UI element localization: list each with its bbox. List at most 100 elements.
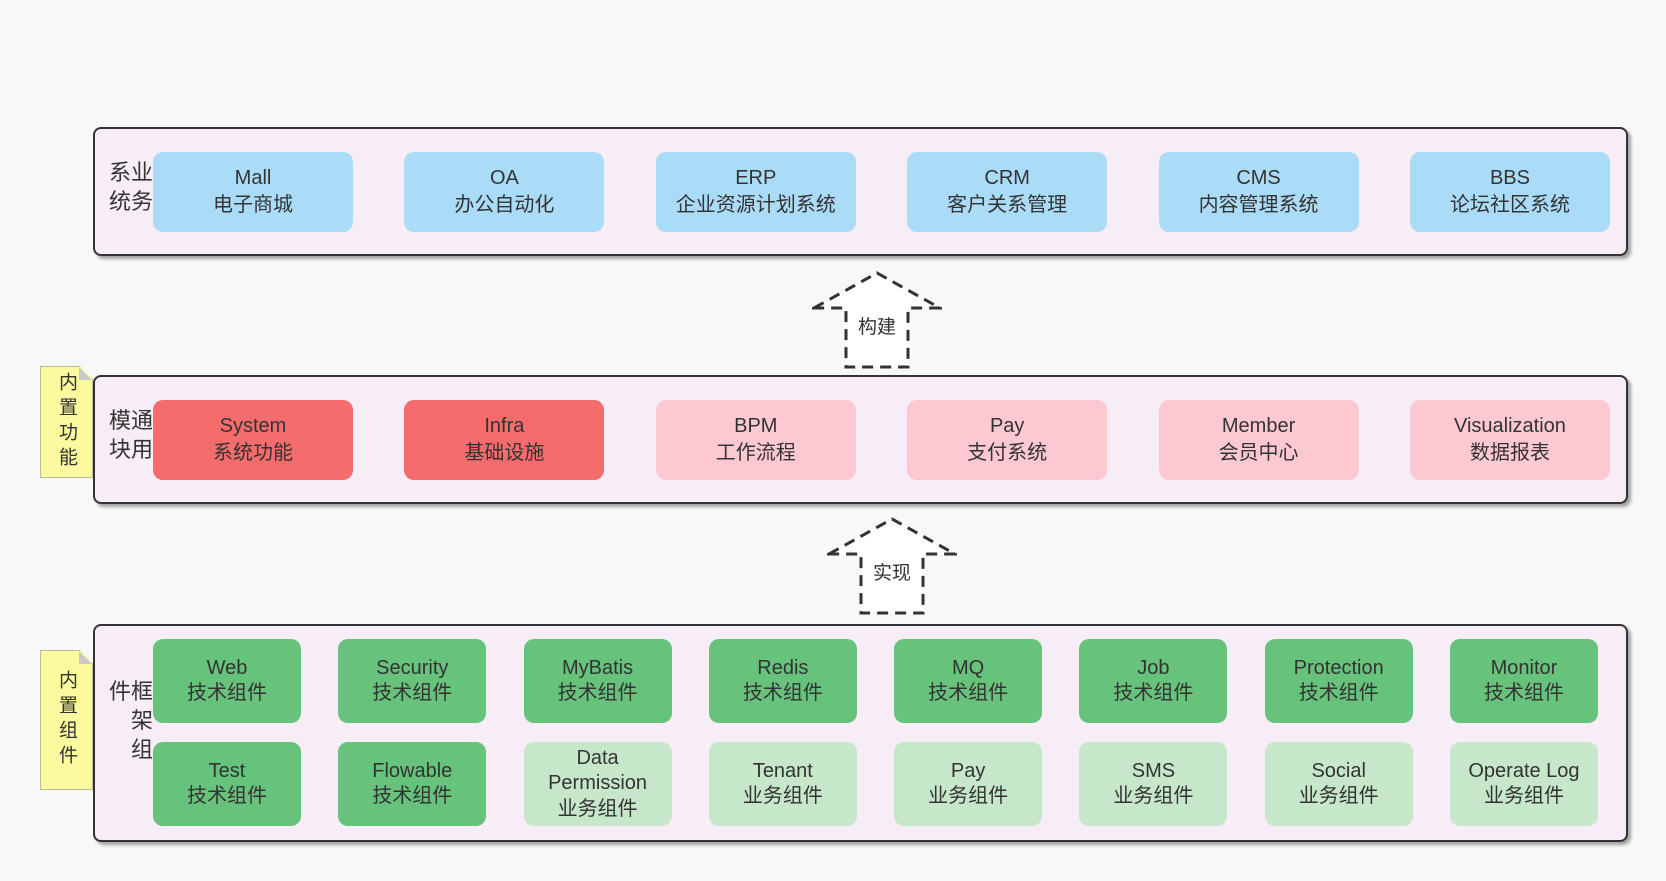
module-name: BBS <box>1489 167 1530 190</box>
module-description: 办公自动化 <box>454 193 555 216</box>
module-description: 技术组件 <box>742 682 823 704</box>
module-name: CMS <box>1236 167 1281 190</box>
module-description: 基础设施 <box>464 441 545 464</box>
flowable-module-box: Flowable 技术组件 <box>338 742 487 826</box>
module-description: 数据报表 <box>1469 441 1550 464</box>
module-description: 工作流程 <box>715 441 796 464</box>
module-name: Protection <box>1293 656 1384 679</box>
module-description: 业务组件 <box>742 785 823 807</box>
social-module-box: Social 业务组件 <box>1264 742 1413 826</box>
module-name: Redis <box>757 656 809 679</box>
module-name: Pay <box>950 759 986 782</box>
mq-module-box: MQ 技术组件 <box>894 639 1043 723</box>
module-description: 技术组件 <box>372 785 453 807</box>
implement-arrow-icon: 实现 <box>827 516 957 616</box>
builtin-functions-tag: 内置功能 <box>40 366 93 478</box>
module-name: Web <box>206 656 248 679</box>
module-name: Mall <box>234 167 272 190</box>
builtin-components-tag-label: 内置组件 <box>56 670 77 770</box>
panel-common-modules: 通用模块 System 系统功能 Infra 基础设施 BPM 工作流程 Pay 支付系统 Me… <box>93 375 1628 504</box>
security-module-box: Security 技术组件 <box>338 639 487 723</box>
module-description: 业务组件 <box>1113 785 1194 807</box>
folded-corner-icon <box>79 367 92 380</box>
operate-log-module-box: Operate Log 业务组件 <box>1449 742 1598 826</box>
module-name: BPM <box>734 415 778 438</box>
module-name: MQ <box>952 656 985 679</box>
oa-module-box: OA 办公自动化 <box>404 151 605 232</box>
folded-corner-icon <box>79 651 92 664</box>
module-name: Tenant <box>752 759 813 782</box>
module-description: 客户关系管理 <box>947 193 1068 216</box>
crm-module-box: CRM 客户关系管理 <box>907 151 1108 232</box>
redis-module-box: Redis 技术组件 <box>708 639 857 723</box>
module-name: Monitor <box>1490 656 1558 679</box>
module-description: 业务组件 <box>1483 785 1564 807</box>
monitor-module-box: Monitor 技术组件 <box>1449 639 1598 723</box>
panel-label-framework-components: 框架组件 <box>106 679 153 767</box>
module-description: 技术组件 <box>557 682 638 704</box>
module-description: 系统功能 <box>213 441 293 464</box>
module-description: 技术组件 <box>928 682 1009 704</box>
module-description: 支付系统 <box>967 441 1048 464</box>
panel-label-business-systems: 业务系统 <box>106 160 153 219</box>
module-name: Security <box>376 656 449 679</box>
module-name: Operate Log <box>1468 759 1580 782</box>
bbs-module-box: BBS 论坛社区系统 <box>1409 151 1610 232</box>
panel-label-common-modules: 通用模块 <box>106 408 153 467</box>
module-name: Pay <box>989 415 1025 438</box>
module-description: 业务组件 <box>557 797 638 820</box>
builtin-functions-tag-label: 内置功能 <box>56 372 77 472</box>
module-name: Data Permission <box>548 747 648 795</box>
mybatis-module-box: MyBatis 技术组件 <box>523 639 672 723</box>
module-description: 技术组件 <box>1298 682 1379 704</box>
tenant-module-box: Tenant 业务组件 <box>708 742 857 826</box>
module-name: Infra <box>484 415 525 438</box>
dashed-up-arrow-icon <box>827 517 957 615</box>
pay-module-box: Pay 业务组件 <box>894 742 1043 826</box>
module-name: Visualization <box>1453 415 1566 438</box>
module-description: 技术组件 <box>1483 682 1564 704</box>
module-name: CRM <box>984 167 1030 190</box>
module-name: Member <box>1221 415 1296 438</box>
module-description: 技术组件 <box>187 785 267 807</box>
module-description: 企业资源计划系统 <box>675 193 836 216</box>
module-description: 业务组件 <box>1298 785 1379 807</box>
cms-module-box: CMS 内容管理系统 <box>1158 151 1359 232</box>
module-name: OA <box>489 167 519 190</box>
module-description: 技术组件 <box>1113 682 1194 704</box>
module-name: MyBatis <box>562 656 634 679</box>
module-description: 内容管理系统 <box>1198 193 1319 216</box>
module-name: Flowable <box>372 759 453 782</box>
module-name: SMS <box>1131 759 1176 782</box>
module-description: 技术组件 <box>187 682 267 704</box>
sms-module-box: SMS 业务组件 <box>1079 742 1228 826</box>
module-name: ERP <box>735 167 777 190</box>
bpm-module-box: BPM 工作流程 <box>655 399 856 480</box>
module-name: Social <box>1311 759 1366 782</box>
build-arrow-label: 构建 <box>857 317 896 338</box>
module-description: 论坛社区系统 <box>1449 193 1570 216</box>
module-name: System <box>219 415 287 438</box>
module-description: 业务组件 <box>928 785 1009 807</box>
protection-module-box: Protection 技术组件 <box>1264 639 1413 723</box>
web-module-box: Web 技术组件 <box>153 639 301 723</box>
visualization-module-box: Visualization 数据报表 <box>1409 399 1610 480</box>
module-description: 技术组件 <box>372 682 453 704</box>
infra-module-box: Infra 基础设施 <box>404 399 605 480</box>
test-module-box: Test 技术组件 <box>153 742 301 826</box>
system-module-box: System 系统功能 <box>153 399 353 480</box>
builtin-components-tag: 内置组件 <box>40 650 93 790</box>
module-name: Test <box>208 759 246 782</box>
erp-module-box: ERP 企业资源计划系统 <box>655 151 856 232</box>
